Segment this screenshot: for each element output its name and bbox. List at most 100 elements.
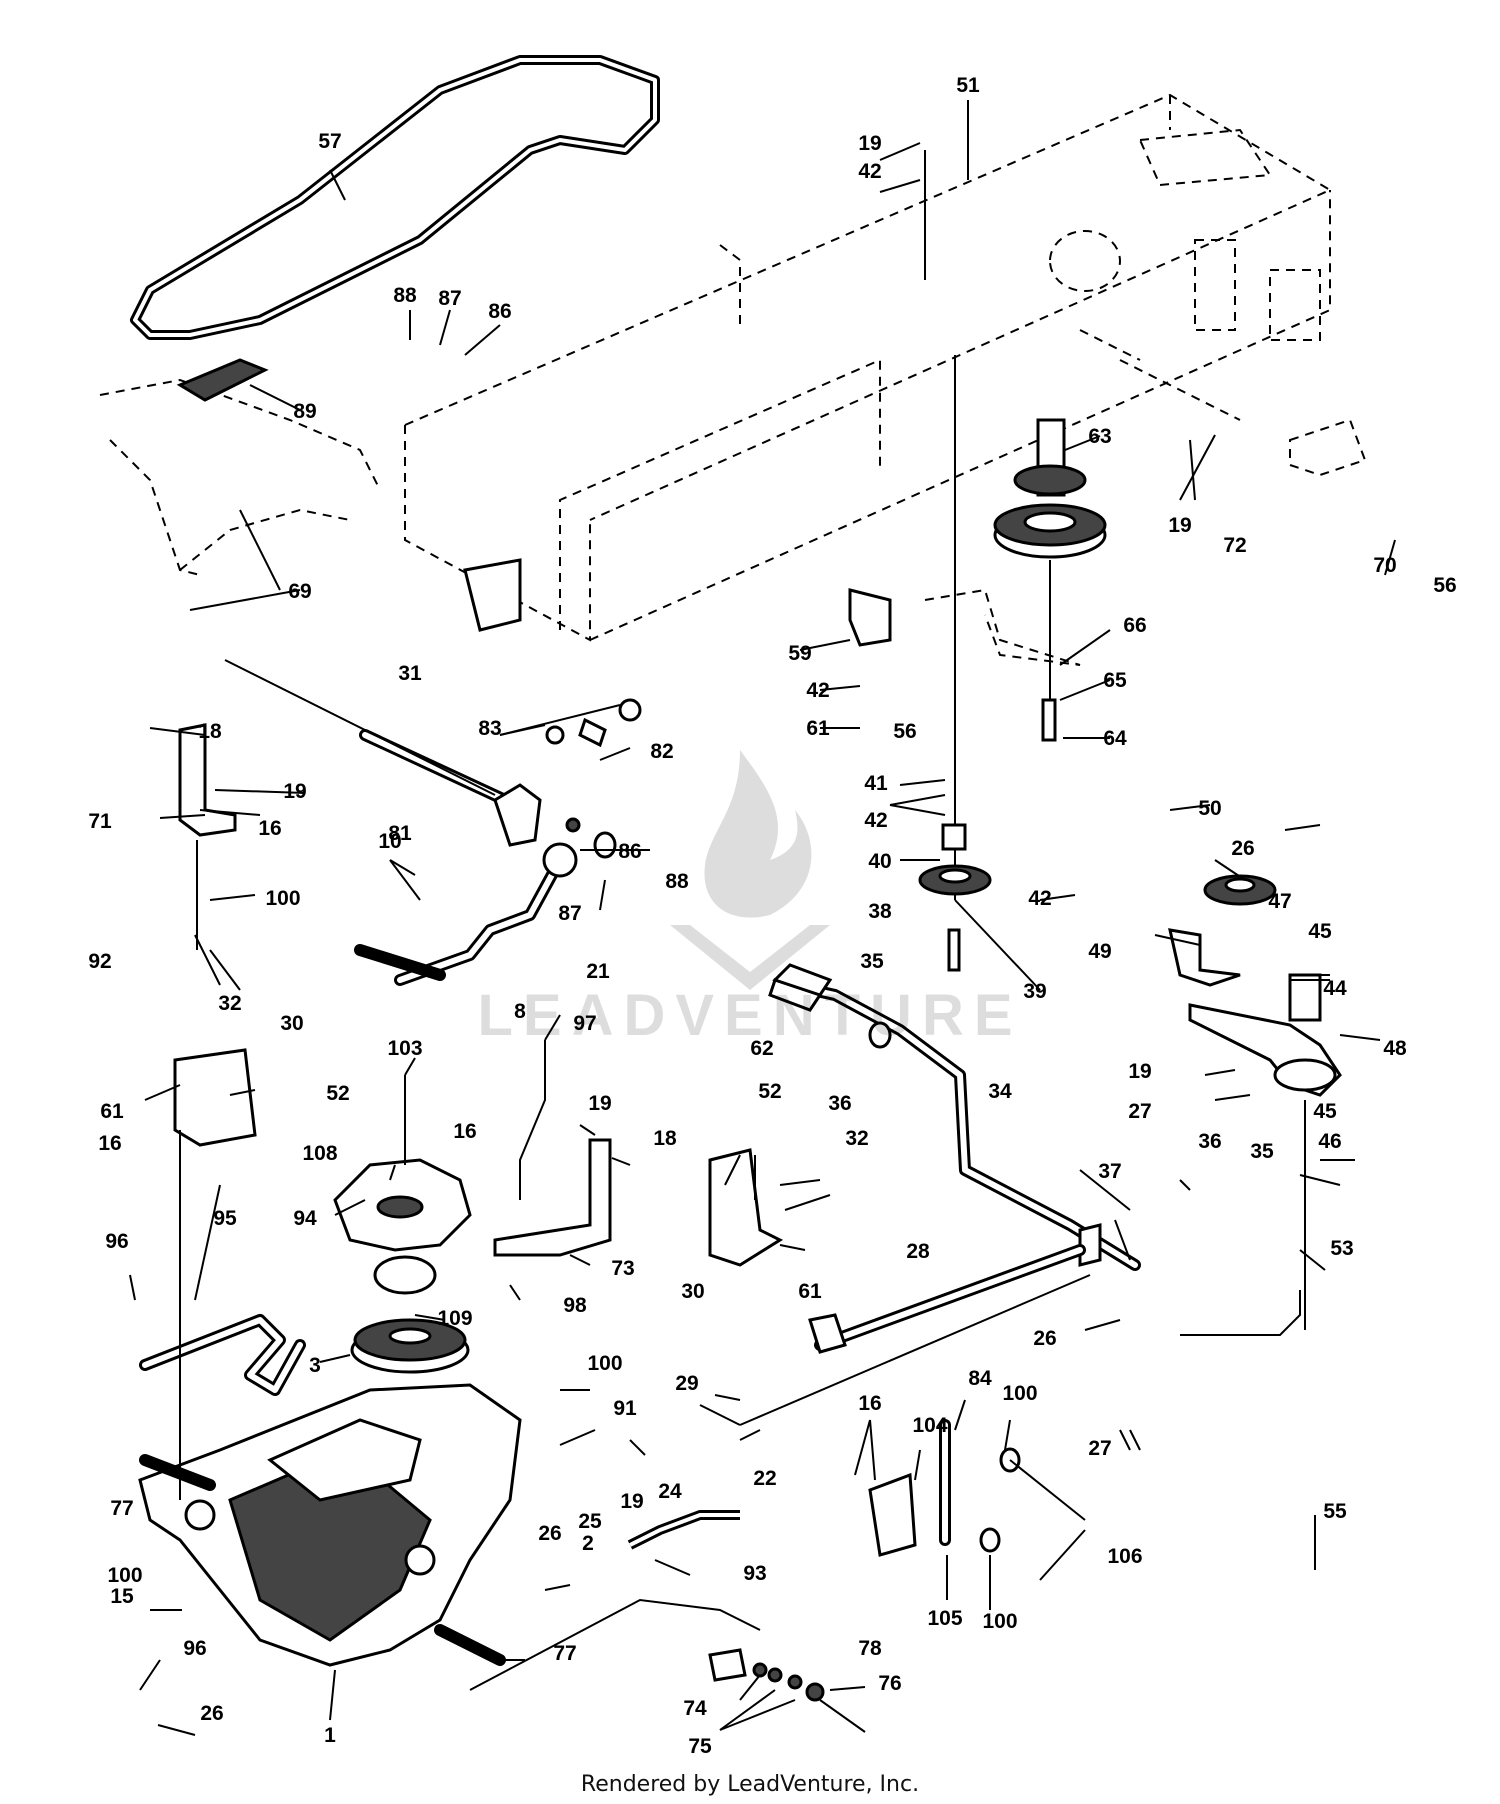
bypass-rod xyxy=(139,1314,306,1396)
callout-64: 64 xyxy=(1103,727,1127,750)
chassis-frame xyxy=(99,93,1333,642)
callout-55: 55 xyxy=(1323,1500,1347,1523)
lift-shaft xyxy=(768,978,1141,1271)
callout-100d: 100 xyxy=(982,1610,1017,1633)
callout-18b: 18 xyxy=(653,1127,677,1150)
callout-49: 49 xyxy=(1088,940,1111,963)
engine-pulley xyxy=(993,418,1107,742)
callout-46: 46 xyxy=(1318,1130,1341,1153)
seat-bracket xyxy=(176,358,269,402)
callout-86b: 86 xyxy=(618,840,641,863)
callout-24: 24 xyxy=(658,1480,682,1503)
callout-34: 34 xyxy=(988,1080,1012,1103)
callout-42d: 42 xyxy=(1028,887,1051,910)
callout-78: 78 xyxy=(858,1637,882,1660)
callout-31: 31 xyxy=(398,662,422,685)
callout-26a: 26 xyxy=(1231,837,1254,860)
callout-36a: 36 xyxy=(828,1092,851,1115)
callout-39: 39 xyxy=(1023,980,1046,1003)
callout-16b: 16 xyxy=(98,1132,121,1155)
leader-lines xyxy=(129,100,1396,1736)
callout-61c: 61 xyxy=(798,1280,822,1303)
callout-28: 28 xyxy=(906,1240,930,1263)
callout-38: 38 xyxy=(868,900,892,923)
callout-32a: 32 xyxy=(218,992,241,1015)
callout-93: 93 xyxy=(743,1562,766,1585)
callout-19d: 19 xyxy=(588,1092,611,1115)
callout-52a: 52 xyxy=(758,1080,781,1103)
callout-27b: 27 xyxy=(1088,1437,1111,1460)
rod-lower xyxy=(469,1598,761,1691)
callout-26b: 26 xyxy=(1033,1327,1056,1350)
callout-22: 22 xyxy=(753,1467,776,1490)
drive-belt xyxy=(130,55,660,340)
callout-74: 74 xyxy=(683,1697,707,1720)
callout-35b: 35 xyxy=(1250,1140,1274,1163)
mount-plate-left xyxy=(173,1048,257,1147)
callout-100e: 100 xyxy=(107,1564,142,1587)
callout-106: 106 xyxy=(1107,1545,1142,1568)
mount-plate-right xyxy=(708,1148,784,1267)
callout-45a: 45 xyxy=(1308,920,1332,943)
callout-56a: 56 xyxy=(1433,574,1456,597)
linkage-fasteners xyxy=(708,1648,825,1702)
callout-50: 50 xyxy=(1198,797,1221,820)
callout-19e: 19 xyxy=(1128,1060,1151,1083)
idler-arm xyxy=(1168,874,1342,1097)
rod-97 xyxy=(519,1040,546,1200)
callout-77b: 77 xyxy=(553,1642,576,1665)
callout-109: 109 xyxy=(437,1307,472,1330)
callout-16d: 16 xyxy=(858,1392,881,1415)
callout-65: 65 xyxy=(1103,669,1127,692)
callout-91: 91 xyxy=(613,1397,637,1420)
brake-linkage xyxy=(868,1419,1021,1557)
callout-98: 98 xyxy=(563,1294,587,1317)
callout-82: 82 xyxy=(650,740,673,763)
callout-21: 21 xyxy=(586,960,610,983)
rod-53 xyxy=(1180,1290,1301,1336)
callout-88b: 88 xyxy=(665,870,689,893)
callout-59: 59 xyxy=(788,642,811,665)
callout-40: 40 xyxy=(868,850,891,873)
callout-1: 1 xyxy=(324,1724,336,1747)
callout-36b: 36 xyxy=(1198,1130,1221,1153)
callout-30a: 30 xyxy=(280,1012,303,1035)
callout-72: 72 xyxy=(1223,534,1246,557)
callout-84: 84 xyxy=(968,1367,992,1390)
callout-51: 51 xyxy=(956,74,980,97)
callout-83: 83 xyxy=(478,717,501,740)
callout-69: 69 xyxy=(288,580,311,603)
callout-42b: 42 xyxy=(806,679,829,702)
cooling-fan xyxy=(333,1158,472,1295)
callout-96b: 96 xyxy=(183,1637,206,1660)
callout-63: 63 xyxy=(1088,425,1111,448)
spring-dashed xyxy=(924,588,1081,666)
callout-100c: 100 xyxy=(1002,1382,1037,1405)
lift-link-rods xyxy=(739,1244,1091,1426)
callout-100b: 100 xyxy=(587,1352,622,1375)
transaxle xyxy=(138,1383,522,1667)
callout-52b: 52 xyxy=(326,1082,349,1105)
callout-27a: 27 xyxy=(1128,1100,1151,1123)
callout-53: 53 xyxy=(1330,1237,1353,1260)
callout-87a: 87 xyxy=(438,287,461,310)
callout-89: 89 xyxy=(293,400,316,423)
brake-bracket xyxy=(178,723,237,837)
callout-48: 48 xyxy=(1383,1037,1407,1060)
callout-95: 95 xyxy=(213,1207,237,1230)
callout-26d: 26 xyxy=(200,1702,223,1725)
lift-handle-grip xyxy=(772,963,833,997)
callout-56b: 56 xyxy=(893,720,916,743)
callout-57: 57 xyxy=(318,130,341,153)
callout-3: 3 xyxy=(309,1354,321,1377)
footer-credit: Rendered by LeadVenture, Inc. xyxy=(580,1772,920,1797)
callout-97: 97 xyxy=(573,1012,596,1035)
leader-81-link xyxy=(224,659,496,796)
callout-16c: 16 xyxy=(453,1120,476,1143)
lever-bracket xyxy=(493,1138,612,1257)
callout-94: 94 xyxy=(293,1207,317,1230)
callout-47: 47 xyxy=(1268,890,1291,913)
callout-71: 71 xyxy=(88,810,112,833)
shift-lever xyxy=(354,842,578,986)
callout-19b: 19 xyxy=(1168,514,1191,537)
